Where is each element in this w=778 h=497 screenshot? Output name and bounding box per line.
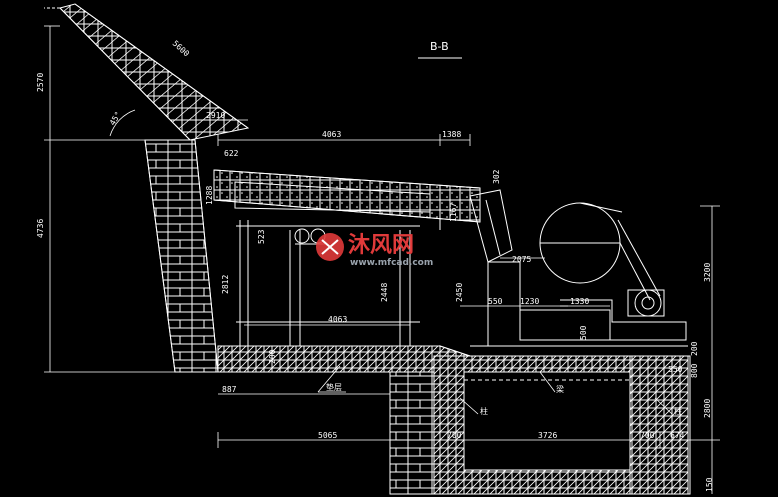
dim-200: 200 [268, 349, 277, 364]
brick-wall-left [144, 139, 219, 373]
dim-700c: 700 [640, 431, 655, 440]
label-concrete: 垫层 [326, 382, 342, 392]
watermark: 沐风网 www.mfcad.com [316, 233, 433, 268]
dim-1330: 1330 [570, 297, 589, 306]
dim-1230: 1230 [520, 297, 539, 306]
dim-1388: 1388 [442, 130, 461, 139]
dim-2800: 2800 [703, 399, 712, 418]
slope-wall [44, 3, 250, 141]
dim-1288: 1288 [205, 186, 214, 205]
dim-674: 674 [670, 431, 685, 440]
discharge-chute [469, 189, 513, 263]
label-beam: 梁 [556, 385, 564, 394]
dim-550: 550 [488, 297, 503, 306]
label-column-a: 柱 [480, 406, 488, 416]
dim-feeder-len: 4063 [322, 130, 341, 139]
dim-500: 500 [579, 325, 588, 340]
motor [627, 289, 665, 317]
dim-3200: 3200 [703, 263, 712, 282]
dim-700b: 700 [447, 431, 462, 440]
large-pulley [539, 202, 661, 301]
foundation-slab [217, 345, 689, 373]
dim-4063b: 4063 [328, 315, 347, 324]
dim-200b: 200 [690, 341, 699, 356]
dim-1167: 1167 [449, 203, 458, 222]
watermark-logo-icon [316, 233, 344, 261]
machine-base [470, 261, 688, 347]
dim-550b: 550 [668, 365, 683, 374]
watermark-brand: 沐风网 [348, 233, 414, 258]
dim-887: 887 [222, 385, 237, 394]
watermark-site: www.mfcad.com [350, 258, 433, 268]
dim-left-height: 4736 [36, 219, 45, 238]
structure-labels: 垫层 梁 柱 柱 [326, 382, 682, 416]
dim-2812: 2812 [221, 275, 230, 294]
dim-800: 800 [690, 363, 699, 378]
dim-3726: 3726 [538, 431, 557, 440]
dim-slope-len: 5600 [171, 39, 191, 59]
dim-2450: 2450 [455, 283, 464, 302]
label-column-b: 柱 [674, 406, 682, 416]
feeder-body [213, 169, 481, 230]
dim-top-height: 2570 [36, 73, 45, 92]
dim-523: 523 [257, 229, 266, 244]
brick-pier [389, 371, 435, 495]
dim-hopper-w: 2910 [206, 111, 225, 120]
support-frame [236, 220, 420, 346]
dim-5065: 5065 [318, 431, 337, 440]
dim-2075: 2075 [512, 255, 531, 264]
dim-150: 150 [705, 477, 714, 492]
dim-2448: 2448 [380, 283, 389, 302]
dimension-lines [44, 25, 720, 494]
leader-lines [317, 365, 673, 415]
section-title-text: B-B [430, 40, 449, 53]
section-title: B-B [418, 40, 462, 59]
dim-302: 302 [492, 169, 501, 184]
pit-structure [433, 355, 691, 495]
dim-622: 622 [224, 149, 239, 158]
